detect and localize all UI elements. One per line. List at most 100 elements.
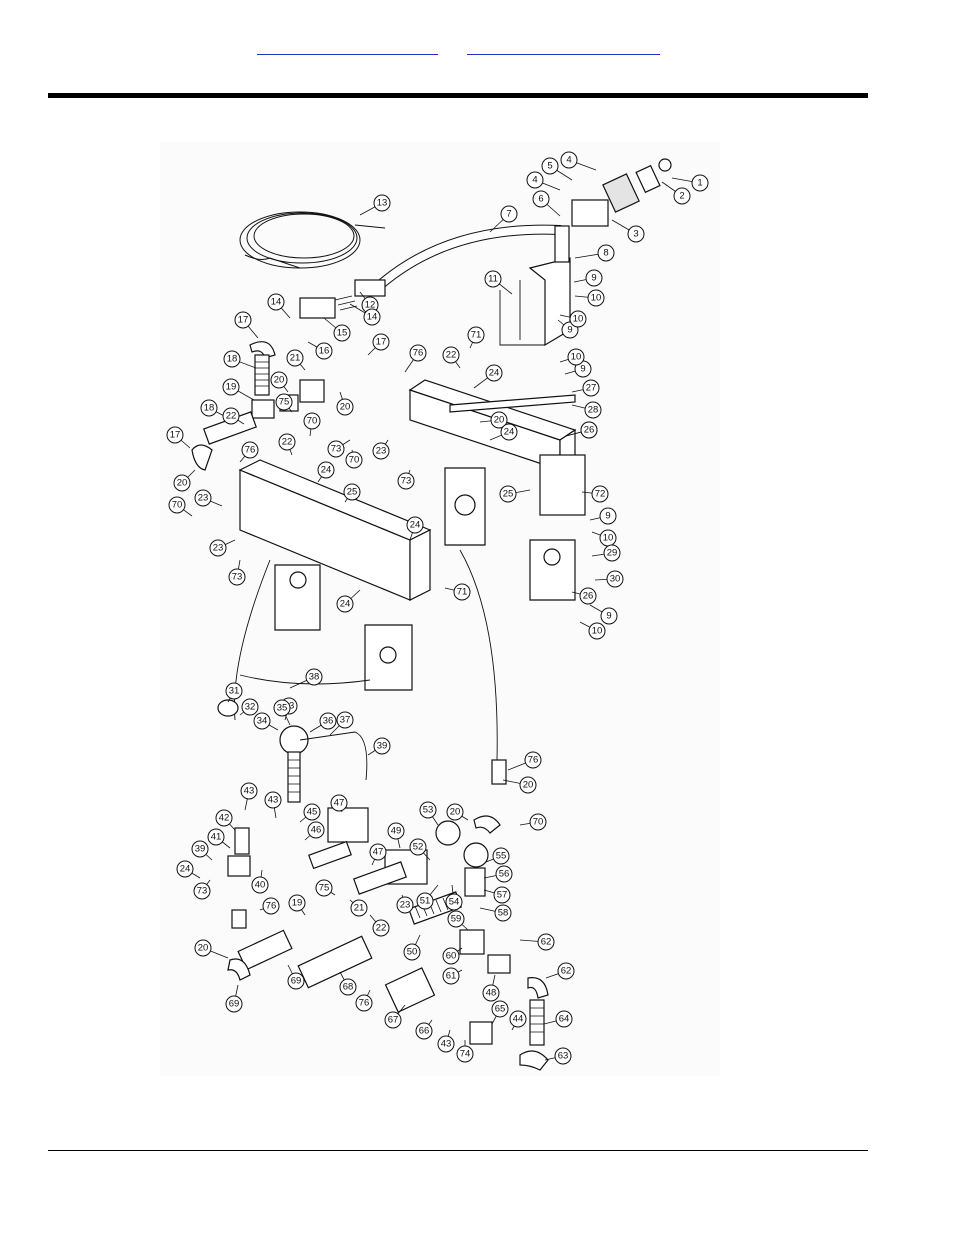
callout-circle	[691, 174, 709, 192]
callout-circle	[406, 516, 424, 534]
callout-number: 10	[591, 293, 602, 304]
callout-circle	[303, 803, 321, 821]
callout-circle	[442, 967, 460, 985]
callout-number: 11	[488, 274, 498, 285]
callout-number: 10	[592, 626, 603, 637]
callout-number: 16	[319, 346, 330, 357]
callout-9: 9	[589, 604, 618, 625]
callout-number: 56	[499, 869, 510, 880]
callout-number: 70	[307, 416, 318, 427]
callout-31: 31	[225, 682, 243, 703]
callout-circle	[273, 699, 291, 717]
callout-circle	[584, 401, 602, 419]
callout-73: 73	[228, 559, 246, 586]
callout-54: 54	[445, 884, 463, 911]
callout-circle	[499, 485, 517, 503]
callout-24: 24	[317, 461, 335, 483]
callout-number: 43	[244, 786, 255, 797]
callout-number: 13	[377, 198, 388, 209]
callout-circle	[415, 1022, 433, 1040]
header-link-left[interactable]	[257, 40, 438, 55]
callout-circle	[345, 451, 363, 469]
callout-24: 24	[489, 423, 518, 441]
callout-23: 23	[194, 489, 223, 507]
callout-10: 10	[559, 310, 587, 328]
callout-circle	[409, 838, 427, 856]
callout-75: 75	[315, 879, 336, 897]
callout-circle	[409, 344, 427, 362]
callout-circle	[387, 822, 405, 840]
callout-number: 9	[567, 325, 572, 336]
callout-circle	[251, 876, 269, 894]
callout-number: 31	[229, 686, 240, 697]
header-link-right[interactable]	[467, 40, 660, 55]
callout-number: 21	[354, 903, 365, 914]
callout-number: 35	[277, 703, 288, 714]
callout-16: 16	[307, 341, 333, 360]
callout-circle	[490, 411, 508, 429]
callout-number: 24	[321, 465, 332, 476]
callout-53: 53	[419, 801, 439, 826]
callout-25: 25	[499, 485, 531, 503]
callout-24: 24	[473, 364, 503, 389]
callout-number: 75	[319, 883, 330, 894]
callout-circle	[241, 698, 259, 716]
callout-number: 52	[413, 842, 424, 853]
callout-63: 63	[544, 1047, 572, 1065]
callout-30: 30	[594, 570, 624, 588]
callout-circle	[673, 187, 691, 205]
callout-22: 22	[222, 407, 245, 425]
parts-diagram-frame	[160, 142, 720, 1076]
callout-circle	[317, 461, 335, 479]
callout-17: 17	[234, 311, 259, 339]
callout-27: 27	[571, 379, 600, 397]
header-rule	[48, 93, 868, 98]
callout-59: 59	[447, 910, 469, 931]
callout-number: 43	[441, 1039, 452, 1050]
callout-6: 6	[532, 190, 561, 217]
callout-number: 4	[566, 155, 571, 166]
callout-number: 73	[197, 886, 208, 897]
callout-73: 73	[327, 439, 351, 458]
callout-number: 44	[513, 1014, 524, 1025]
callout-55: 55	[485, 847, 510, 865]
callout-number: 9	[580, 364, 585, 375]
callout-number: 75	[279, 397, 290, 408]
callout-circle	[580, 421, 598, 439]
callout-73: 73	[193, 879, 211, 900]
callout-number: 24	[340, 599, 351, 610]
callout-62: 62	[545, 962, 575, 980]
callout-circle	[541, 157, 559, 175]
callout-circle	[315, 342, 333, 360]
callout-number: 23	[213, 543, 224, 554]
callout-23: 23	[372, 439, 390, 460]
callout-circle	[315, 879, 333, 897]
callout-8: 8	[574, 244, 615, 262]
callout-number: 76	[413, 348, 424, 359]
callout-number: 71	[471, 330, 482, 341]
callout-25: 25	[343, 483, 361, 503]
callout-43: 43	[264, 791, 282, 819]
callout-number: 9	[605, 511, 610, 522]
callout-number: 68	[343, 982, 354, 993]
callout-9: 9	[564, 360, 592, 378]
callout-circle	[494, 904, 512, 922]
callout-number: 47	[373, 847, 384, 858]
callout-number: 67	[388, 1015, 399, 1026]
callout-circle	[384, 1011, 402, 1029]
callout-20: 20	[502, 776, 537, 794]
callout-34: 34	[253, 712, 279, 731]
callout-number: 8	[603, 248, 608, 259]
callout-circle	[491, 1000, 509, 1018]
callout-circle	[403, 943, 421, 961]
callout-24: 24	[406, 516, 424, 541]
callout-17: 17	[166, 426, 191, 449]
callout-circle	[600, 607, 618, 625]
callout-number: 4	[532, 175, 537, 186]
callout-number: 1	[697, 178, 702, 189]
callout-number: 24	[504, 427, 515, 438]
callout-14: 14	[349, 303, 381, 326]
callout-circle	[355, 994, 373, 1012]
callout-70: 70	[168, 496, 193, 517]
callout-number: 69	[291, 976, 302, 987]
